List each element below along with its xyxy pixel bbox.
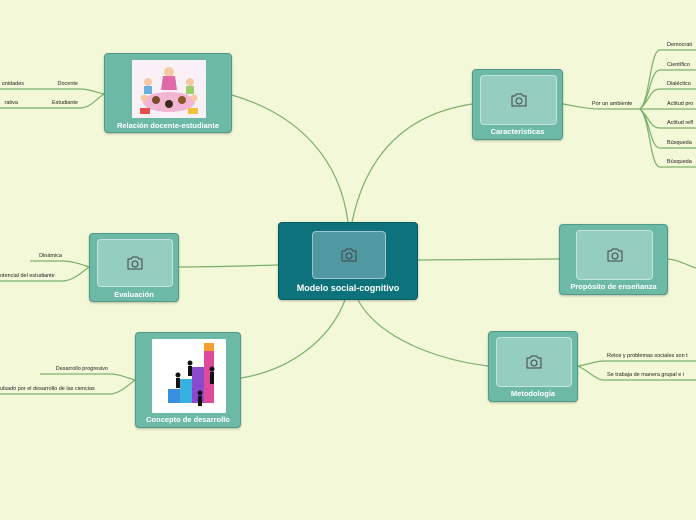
central-title: Modelo social-cognitivo [296,283,400,293]
connector-concepto [240,299,346,379]
image-placeholder [97,239,173,287]
connector-caracteristicas [351,103,473,223]
leaf-cientifico[interactable]: Científico [667,62,690,68]
evaluacion-title: Evaluación [114,290,154,299]
proposito-title: Propósito de enseñanza [570,282,657,291]
leaf-democratico[interactable]: Democrati [667,42,693,48]
camera-icon [341,248,357,262]
camera-icon [511,93,526,107]
concepto-title: Concepto de desarrollo [146,415,230,424]
subnode-retos[interactable]: Retos y problemas sociales son t [607,353,688,359]
climbing-stairs-illustration [152,339,226,413]
connector-relacion [231,94,349,223]
camera-icon [607,248,622,262]
subnode-ambiente[interactable]: Por un ambiente [592,101,633,107]
caracteristicas-title: Características [490,127,545,136]
subnode-desarrollo-progresivo[interactable]: Desarrollo progresivo [55,366,108,372]
node-concepto[interactable]: Concepto de desarrollo [135,332,241,428]
image-placeholder [480,75,557,125]
leaf-rativa[interactable]: rativa [4,100,18,106]
leaf-busqueda-1[interactable]: Búsqueda [667,140,692,146]
node-relacion[interactable]: Relación docente-estudiante [104,53,232,133]
leaf-busqueda-2[interactable]: Búsqueda [667,159,692,165]
camera-icon [526,355,542,369]
image-placeholder [312,231,386,279]
leaf-dialectico[interactable]: Dialéctico [667,81,691,87]
node-evaluacion[interactable]: Evaluación [89,233,179,302]
node-metodologia[interactable]: Metodología [488,331,578,402]
image-placeholder [496,337,572,387]
subnode-grupal[interactable]: Se trabaja de manera grupal e i [607,372,685,378]
subnode-potencial[interactable]: otencial del estudiante [0,273,55,279]
subnode-impulsado[interactable]: ulsado por el desarrollo de las ciencias [0,386,95,392]
subnode-estudiante[interactable]: Estudiante [52,100,78,106]
leaf-actitud-refl[interactable]: Actitud refl [667,120,693,126]
node-proposito[interactable]: Propósito de enseñanza [559,224,668,295]
node-caracteristicas[interactable]: Características [472,69,563,140]
camera-icon [127,256,143,270]
image-placeholder [576,230,653,280]
metodologia-title: Metodología [510,389,556,398]
relacion-title: Relación docente-estudiante [116,121,220,130]
classroom-children-illustration [132,60,206,118]
leaf-actitud-pro[interactable]: Actitud pro [667,101,694,107]
subnode-docente[interactable]: Docente [57,81,79,87]
subnode-dinamica[interactable]: Dinámica [39,253,62,259]
connector-proposito [417,258,560,261]
leaf-unidades[interactable]: unidades [1,81,24,87]
connector-evaluacion [178,264,279,268]
connector-metodologia [357,299,489,367]
central-node[interactable]: Modelo social-cognitivo [278,222,418,300]
